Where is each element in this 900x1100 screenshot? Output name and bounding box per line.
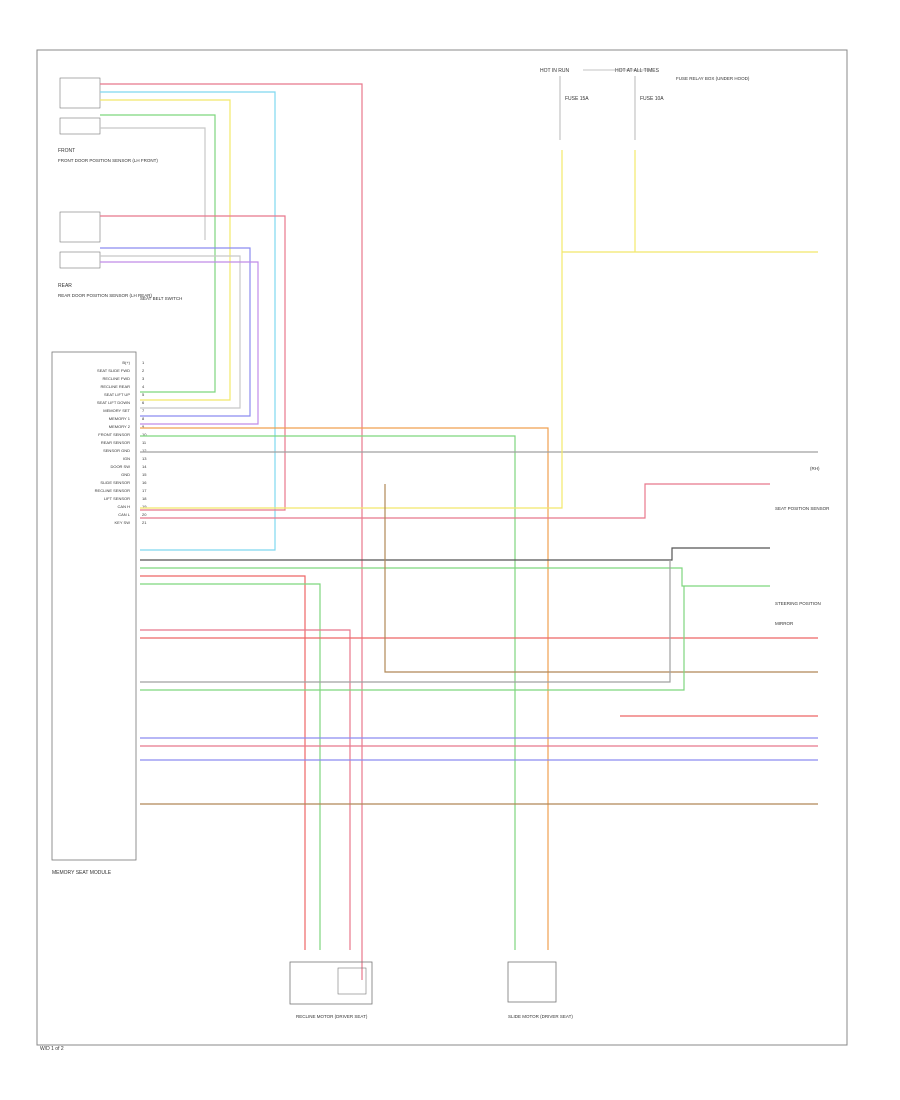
module-box (51, 351, 137, 861)
fuse-b-label: FUSE 10A (640, 96, 664, 102)
right-connector-3-label: MIRROR (775, 621, 794, 626)
module-pin-label: RECLINE FWD (102, 376, 130, 381)
power-hot-in-run-label: HOT IN RUN (540, 68, 569, 74)
fuse-relay-box-label: FUSE RELAY BOX (UNDER HOOD) (676, 76, 750, 81)
wire-rear-gry (100, 255, 241, 409)
wire-gry-right2 (140, 560, 671, 683)
right-connector-1-label: SEAT POSITION SENSOR (775, 506, 830, 511)
wire-traces (100, 83, 818, 980)
module-pin-label: CAN L (118, 512, 131, 517)
module-pin-label: SEAT LIFT DOWN (97, 400, 130, 405)
wire-blk-right (140, 547, 770, 561)
slide-motor: SLIDE MOTOR (DRIVER SEAT) (507, 961, 573, 1019)
wire-brn-right (384, 484, 818, 673)
power-hot-at-all-times-label: HOT AT ALL TIMES (615, 68, 660, 74)
module-pin-number: 3 (142, 376, 145, 381)
wire-yel-fuse (140, 150, 563, 509)
wire-front-ltblu (100, 91, 276, 551)
module-pin-number: 4 (142, 384, 145, 389)
front-sensor-short-label: FRONT (58, 148, 75, 154)
module-pin-number: 7 (142, 408, 145, 413)
module-pin-label: SLIDE SENSOR (100, 480, 130, 485)
module-pin-number: 20 (142, 512, 147, 517)
module-pin-number: 6 (142, 400, 145, 405)
rear-sensor-label: REAR DOOR POSITION SENSOR (LH REAR) (58, 293, 153, 298)
module-pin-number: 16 (142, 480, 147, 485)
wire-grn-motor (140, 583, 321, 950)
module-pin-label: SENSOR GND (103, 448, 130, 453)
module-pin-label: KEY SW (115, 520, 131, 525)
module-pin-label: LIFT SENSOR (104, 496, 130, 501)
diagram-border (36, 49, 848, 1046)
module-pin-number: 1 (142, 360, 145, 365)
module-pin-number: 2 (142, 368, 145, 373)
module-pin-number: 8 (142, 416, 145, 421)
module-pin-number: 19 (142, 504, 147, 509)
footer-ref: W/D 1 of 2 (40, 1046, 64, 1052)
module-pin-number: 10 (142, 432, 147, 437)
front-sensor-label: FRONT DOOR POSITION SENSOR (LH FRONT) (58, 158, 158, 163)
module-pin-label: GND (121, 472, 130, 477)
slide-motor-label: SLIDE MOTOR (DRIVER SEAT) (508, 1014, 573, 1019)
wire-front-gry (100, 127, 206, 240)
module-pin-label: DOOR SW (110, 464, 130, 469)
module-name-label: MEMORY SEAT MODULE (52, 870, 112, 876)
fuse-a-label: FUSE 15A (565, 96, 589, 102)
recline-motor-label: RECLINE MOTOR (DRIVER SEAT) (296, 1014, 368, 1019)
wire-rear-vio (100, 261, 259, 425)
module-pin-label: MEMORY 2 (109, 424, 131, 429)
module-pin-number: 17 (142, 488, 147, 493)
wire-grn-long (140, 435, 516, 950)
module-pin-number: 14 (142, 464, 147, 469)
module-pin-label: SEAT LIFT UP (104, 392, 130, 397)
seat-belt-switch-side-label: (RH) (810, 466, 820, 471)
wire-pnk-motor2 (140, 629, 351, 950)
wire-org-long (140, 427, 549, 950)
wire-front-pnk (100, 83, 363, 980)
module-pin-label: MEMORY SET (103, 408, 130, 413)
module-pin-number: 12 (142, 448, 147, 453)
module-pin-label: SEAT SLIDE FWD (97, 368, 130, 373)
module-pin-number: 5 (142, 392, 145, 397)
wire-red-motor (140, 575, 306, 950)
module-pin-label: RECLINE SENSOR (95, 488, 130, 493)
module-pin-label: FRONT SENSOR (98, 432, 130, 437)
wire-front-grn (100, 114, 216, 393)
power-source: HOT IN RUN HOT AT ALL TIMES FUSE 15A FUS… (540, 68, 750, 140)
module-pin-label: CAN H (118, 504, 131, 509)
module-pin-number: 13 (142, 456, 147, 461)
module-pin-label: REAR SENSOR (101, 440, 130, 445)
module-pin-label: B(+) (122, 360, 130, 365)
recline-motor: RECLINE MOTOR (DRIVER SEAT) (289, 961, 373, 1019)
right-connector-2-label: STEERING POSITION (775, 601, 821, 606)
module-pin-number: 21 (142, 520, 147, 525)
module-pin-label: RECLINE REAR (100, 384, 130, 389)
wire-pnk-seatbelt (140, 483, 770, 519)
wire-rear-pnk (100, 215, 286, 511)
wire-front-yel (100, 99, 231, 401)
module-pin-label: MEMORY 1 (109, 416, 131, 421)
module-pin-number: 9 (142, 424, 145, 429)
module-pin-number: 15 (142, 472, 147, 477)
front-sensor: FRONT FRONT DOOR POSITION SENSOR (LH FRO… (58, 77, 158, 163)
module-pin-number: 18 (142, 496, 147, 501)
rear-sensor-short-label: REAR (58, 283, 72, 289)
rear-sensor: REAR REAR DOOR POSITION SENSOR (LH REAR) (58, 211, 153, 298)
wire-grn-right (140, 567, 770, 587)
seat-belt-switch-label: SEAT BELT SWITCH (140, 296, 182, 301)
module-pin-number: 11 (142, 440, 147, 445)
module-pin-label: IGN (123, 456, 130, 461)
wire-grn-right2 (140, 586, 685, 691)
wire-rear-blu (100, 247, 251, 417)
